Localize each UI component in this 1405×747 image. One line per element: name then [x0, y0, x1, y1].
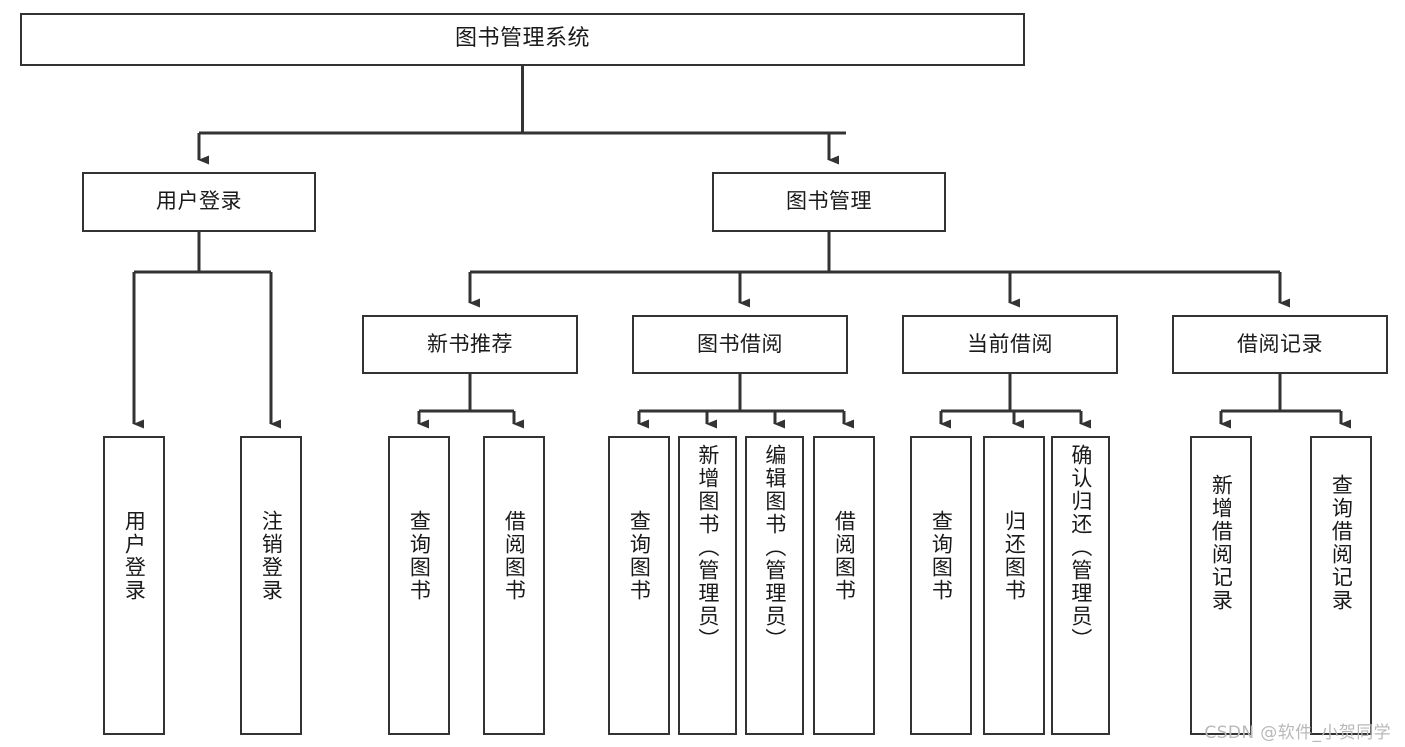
node-label: 编辑图书（管理员） [762, 444, 787, 651]
node-leaf-query-borrow-record[interactable]: 查询借阅记录 [1310, 436, 1372, 735]
node-leaf-query-book-new[interactable]: 查询图书 [388, 436, 450, 735]
node-label: 新增图书（管理员） [695, 444, 720, 651]
node-leaf-user-login[interactable]: 用户登录 [103, 436, 165, 735]
node-label: 借阅图书 [832, 510, 857, 602]
node-label: 图书管理系统 [454, 26, 590, 52]
node-label: 查询图书 [929, 510, 954, 602]
node-leaf-user-logout[interactable]: 注销登录 [240, 436, 302, 735]
csdn-watermark: CSDN @软件_小贺同学 [1204, 723, 1391, 743]
node-label: 图书管理 [786, 189, 872, 214]
node-label: 新增借阅记录 [1209, 474, 1234, 612]
node-label: 借阅图书 [502, 510, 527, 602]
node-leaf-confirm-return-admin[interactable]: 确认归还（管理员） [1051, 436, 1110, 735]
node-label: 查询图书 [407, 510, 432, 602]
node-leaf-query-book-current[interactable]: 查询图书 [910, 436, 972, 735]
node-leaf-return-book[interactable]: 归还图书 [983, 436, 1045, 735]
node-label: 确认归还（管理员） [1068, 444, 1093, 651]
node-label: 借阅记录 [1237, 331, 1323, 356]
node-leaf-borrow-book[interactable]: 借阅图书 [813, 436, 875, 735]
node-leaf-add-book-admin[interactable]: 新增图书（管理员） [678, 436, 737, 735]
node-label: 查询借阅记录 [1329, 474, 1354, 612]
node-root-system[interactable]: 图书管理系统 [20, 13, 1025, 66]
node-book-borrow[interactable]: 图书借阅 [632, 315, 848, 374]
node-current-borrow[interactable]: 当前借阅 [902, 315, 1118, 374]
node-borrow-record[interactable]: 借阅记录 [1172, 315, 1388, 374]
node-label: 用户登录 [122, 510, 147, 602]
node-label: 新书推荐 [427, 331, 513, 356]
node-label: 注销登录 [259, 510, 284, 602]
node-label: 用户登录 [156, 189, 242, 214]
node-label: 归还图书 [1002, 510, 1027, 602]
node-new-book-recommend[interactable]: 新书推荐 [362, 315, 578, 374]
node-leaf-edit-book-admin[interactable]: 编辑图书（管理员） [745, 436, 804, 735]
node-label: 图书借阅 [697, 331, 783, 356]
node-user-login[interactable]: 用户登录 [82, 172, 316, 232]
node-leaf-query-book-borrow[interactable]: 查询图书 [608, 436, 670, 735]
connectors [132, 66, 1351, 429]
node-label: 查询图书 [627, 510, 652, 602]
node-leaf-add-borrow-record[interactable]: 新增借阅记录 [1190, 436, 1252, 735]
node-leaf-borrow-book-new[interactable]: 借阅图书 [483, 436, 545, 735]
node-book-manage[interactable]: 图书管理 [712, 172, 946, 232]
node-label: 当前借阅 [967, 331, 1053, 356]
